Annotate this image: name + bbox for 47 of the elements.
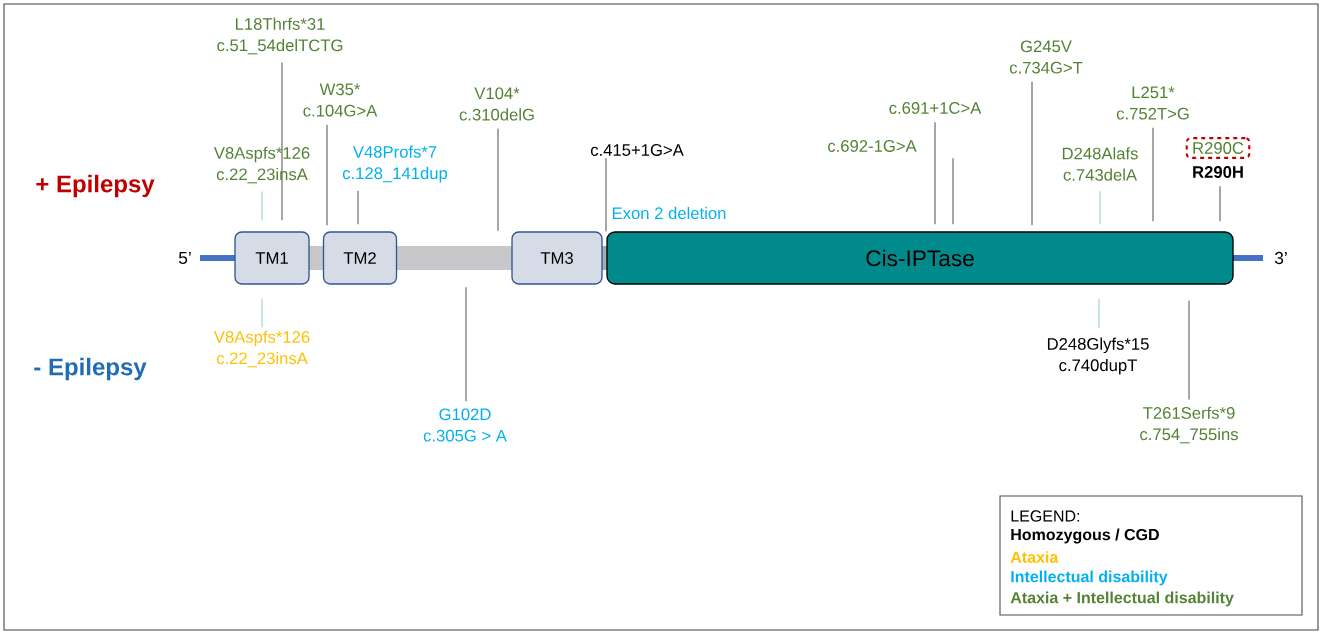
leader-line [1152, 127, 1154, 222]
variant-label: W35* c.104G>A [303, 83, 378, 117]
variant-label: V8Aspfs*126 c.22_23insA [213, 146, 310, 184]
leader-line [1219, 185, 1221, 222]
leader-line [261, 191, 263, 221]
end-label: 5’ [178, 251, 191, 265]
leader-line [465, 286, 467, 402]
variant-label: V104* c.310delG [459, 87, 534, 121]
variant-label: D248Glyfs*15 c.740dupT [1047, 337, 1149, 375]
leader-line [326, 124, 328, 226]
legend-heading: LEGEND: [1011, 510, 1080, 522]
leader-line [357, 190, 359, 225]
region-label: Exon 2 deletion [612, 206, 726, 220]
enzyme-domain-box: Cis-IPTase [606, 231, 1234, 285]
leader-line [952, 157, 954, 225]
leader-line [1188, 300, 1190, 400]
condition-label: - Epilepsy [34, 357, 147, 381]
variant-label: c.692-1G>A [828, 140, 917, 152]
domain-box: TM3 [511, 231, 603, 285]
leader-line [1031, 81, 1033, 226]
legend-entry: Ataxia + Intellectual disability [1010, 591, 1234, 607]
variant-label: V48Profs*7 c.128_141dup [342, 145, 448, 183]
variant-label: V8Aspfs*126 c.22_23insA [213, 330, 310, 368]
end-label: 3’ [1274, 251, 1287, 265]
variant-label: G102D c.305G > A [423, 408, 507, 442]
leader-line [1098, 298, 1100, 329]
variant-label: D248Alafs c.743delA [1062, 147, 1138, 181]
variant-label: G245V c.734G>T [1009, 40, 1083, 74]
condition-label: + Epilepsy [36, 174, 155, 198]
legend-entry: Intellectual disability [1011, 570, 1168, 586]
legend-entry: Homozygous / CGD [1011, 528, 1159, 544]
variant-label: c.691+1C>A [889, 102, 982, 114]
leader-line [261, 298, 263, 328]
variant-label: c.415+1G>A [590, 144, 684, 156]
variant-label: T261Serfs*9 c.754_755ins [1140, 406, 1238, 444]
leader-line [1099, 190, 1101, 225]
backbone-bar [397, 246, 512, 270]
variant-label: L251* c.752T>G [1116, 86, 1189, 120]
leader-line [281, 62, 283, 221]
variant-label: L18Thrfs*31 c.51_54delTCTG [217, 17, 343, 55]
highlighted-variant-box: R290C [1185, 137, 1251, 159]
leader-line [934, 121, 936, 225]
domain-box: TM2 [322, 231, 398, 285]
leader-line [497, 128, 499, 232]
domain-box: TM1 [234, 231, 310, 285]
variant-label: R290H [1193, 166, 1243, 178]
legend-entry: Ataxia [1010, 551, 1059, 563]
